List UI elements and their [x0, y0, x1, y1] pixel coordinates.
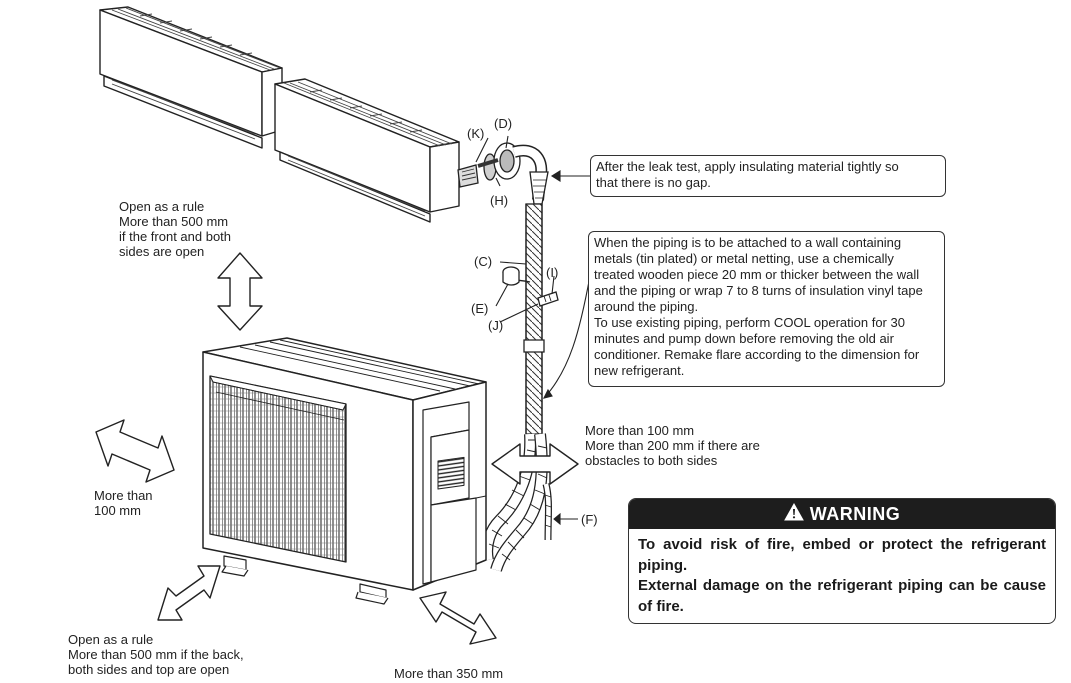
label-e: (E) [471, 301, 489, 316]
warning-title: WARNING [809, 503, 901, 524]
indoor-unit-rear [99, 6, 283, 149]
warning-line-2: External damage on the refrigerant pipin… [638, 577, 1046, 615]
clearance-front-text: More than 350 mm [394, 666, 504, 681]
label-h: (H) [490, 193, 509, 208]
label-f: (F) [581, 512, 598, 527]
leader-lines [475, 135, 591, 526]
refrigerant-piping [502, 144, 559, 435]
leak-test-note: After the leak test, apply insulating ma… [590, 155, 946, 197]
label-i: (I) [546, 265, 559, 280]
clearance-arrow-left [95, 419, 175, 483]
clearance-right-text: More than 100 mm More than 200 mm if the… [585, 423, 760, 468]
label-c: (C) [474, 254, 493, 269]
outdoor-unit [202, 337, 487, 605]
clearance-back-text: Open as a rule More than 500 mm if the b… [68, 632, 244, 677]
clearance-arrow-top [217, 252, 263, 331]
clearance-top-text: Open as a rule More than 500 mm if the f… [119, 199, 232, 259]
warning-header: WARNING [629, 499, 1055, 529]
label-d: (D) [494, 116, 513, 131]
label-k: (K) [467, 126, 485, 141]
piping-note: When the piping is to be attached to a w… [588, 231, 945, 387]
warning-line-1: To avoid risk of fire, embed or protect … [638, 536, 1046, 574]
warning-box: WARNING To avoid risk of fire, embed or … [628, 498, 1056, 624]
clearance-arrow-right [491, 443, 579, 485]
clearance-left-text: More than 100 mm [94, 488, 153, 518]
warning-body: To avoid risk of fire, embed or protect … [629, 529, 1055, 617]
label-j: (J) [488, 318, 504, 333]
warning-triangle-icon [783, 502, 804, 526]
clearance-arrow-front [419, 591, 497, 645]
wall-sleeve [457, 142, 521, 188]
indoor-unit-front [274, 78, 460, 223]
clearance-arrow-back [157, 565, 221, 621]
